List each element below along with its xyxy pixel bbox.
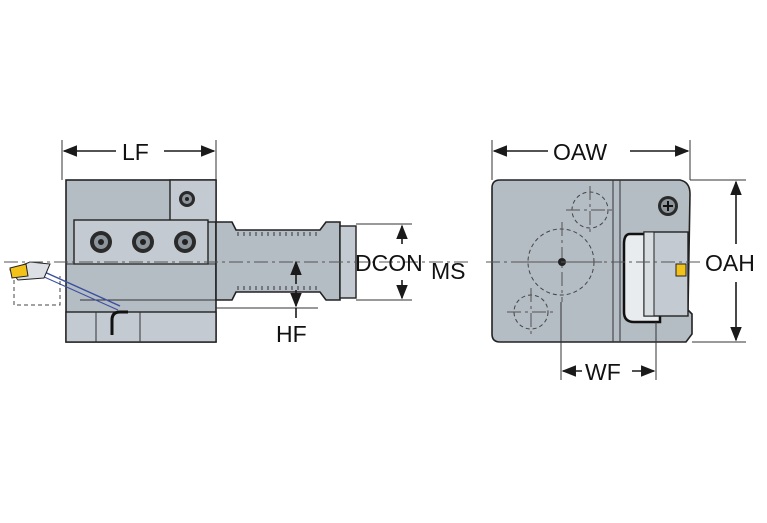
holder-base-strip — [65, 311, 217, 343]
screw-icon — [132, 231, 154, 253]
coolant-jet — [39, 269, 121, 307]
screw-icon — [174, 231, 196, 253]
side-view: LF DCON MS HF — [4, 139, 470, 347]
screw-icon — [658, 196, 678, 216]
coolant-nozzle — [110, 310, 128, 335]
dim-dcon-main: DCON — [355, 250, 423, 276]
screw-icon — [90, 231, 112, 253]
dim-oah-label: OAH — [705, 250, 755, 276]
dim-dcon-sub: MS — [431, 258, 466, 284]
insert-front — [675, 263, 687, 277]
coupling-shank — [215, 221, 341, 301]
dim-hf-label: HF — [276, 321, 307, 347]
dim-dcon-label: DCON — [355, 250, 423, 276]
dim-oaw-label: OAW — [553, 139, 607, 165]
front-view: OAW OAH WF — [486, 139, 755, 385]
screw-icon — [179, 191, 195, 207]
insert-tip — [9, 263, 29, 279]
dim-wf-label: WF — [585, 359, 621, 385]
serration — [237, 232, 317, 290]
dim-lf-label: LF — [122, 139, 149, 165]
